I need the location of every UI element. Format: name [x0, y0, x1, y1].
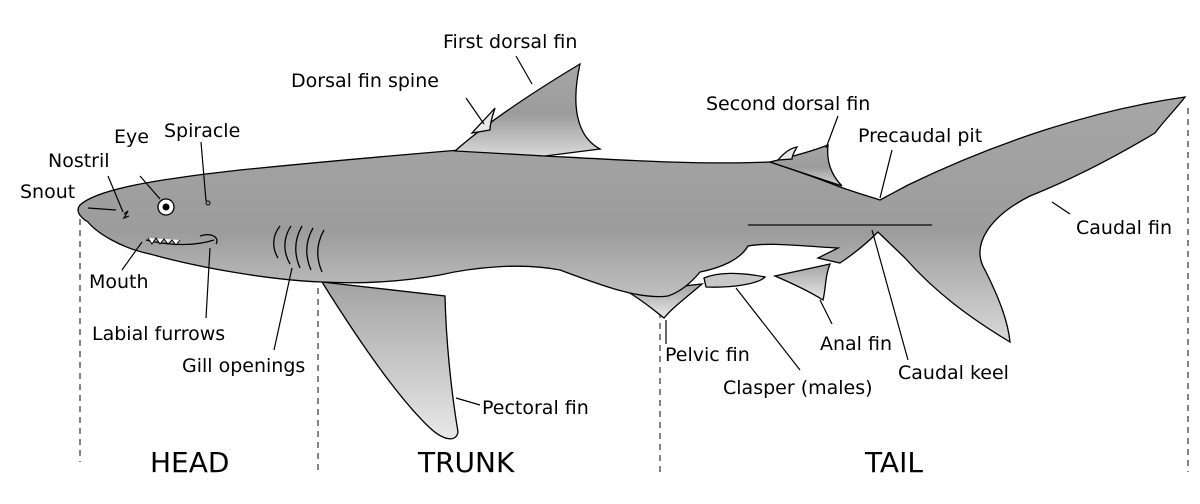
second-dorsal-fin-label: Second dorsal fin	[706, 93, 870, 115]
anal-fin-shape	[772, 263, 832, 302]
first-dorsal-fin-label: First dorsal fin	[443, 31, 577, 53]
pectoral-fin-label: Pectoral fin	[482, 397, 589, 419]
eye-pupil	[162, 203, 170, 211]
clasper-label: Clasper (males)	[723, 377, 873, 399]
gill-openings-label: Gill openings	[182, 355, 305, 377]
first-dorsal-fin-shape	[453, 62, 603, 157]
tail-region-label: TAIL	[864, 446, 923, 479]
leader-lines	[87, 55, 1071, 406]
nostril-shape	[122, 210, 130, 220]
second-dorsal-spine-shape	[776, 146, 799, 161]
dorsal-fin-spine-label: Dorsal fin spine	[291, 70, 439, 92]
spiracle-shape	[205, 200, 211, 206]
anal-fin-label: Anal fin	[820, 333, 892, 355]
gill-openings-shape	[273, 225, 325, 273]
labial-furrow-shape	[199, 234, 218, 245]
caudal-keel-label: Caudal keel	[898, 362, 1009, 384]
spiracle-label: Spiracle	[164, 120, 240, 142]
pectoral-fin-shape	[320, 281, 459, 440]
head-region-label: HEAD	[150, 446, 229, 479]
pelvic-fin-label: Pelvic fin	[665, 344, 750, 366]
clasper-shape	[703, 272, 767, 288]
mouth-label: Mouth	[89, 271, 149, 293]
precaudal-pit-label: Precaudal pit	[858, 125, 982, 147]
teeth-shape	[147, 237, 181, 246]
dorsal-fin-spine-shape	[470, 107, 496, 134]
trunk-region-label: TRUNK	[417, 446, 515, 479]
snout-label: Snout	[20, 181, 75, 203]
labial-furrows-label: Labial furrows	[92, 323, 225, 345]
caudal-fin-label: Caudal fin	[1076, 217, 1172, 239]
nostril-label: Nostril	[48, 150, 110, 172]
eye-label: Eye	[114, 126, 149, 148]
shark-body-shape	[77, 96, 1187, 344]
